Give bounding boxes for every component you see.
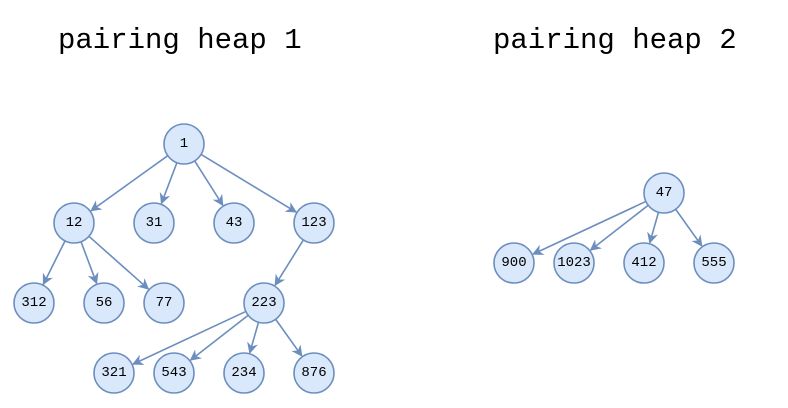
node-label: 312 [21,295,46,311]
heap-2-node-412: 412 [623,242,665,284]
heap-2-node-1023: 1023 [553,242,595,284]
edge-1-to-123 [200,153,298,213]
node-circle [13,282,55,324]
node-label: 12 [66,215,83,231]
node-label: 412 [631,255,656,271]
node-circle [243,282,285,324]
node-label: 234 [231,365,256,381]
heap-1-node-43: 43 [213,202,255,244]
node-circle [223,352,265,394]
node-label: 1023 [557,255,591,271]
node-circle [213,202,255,244]
edge-223-to-234 [247,322,260,354]
node-circle [553,242,595,284]
node-label: 900 [501,255,526,271]
node-label: 321 [101,365,126,381]
node-circle [293,202,335,244]
edge-1-to-31 [159,162,178,205]
edge-12-to-77 [88,235,150,290]
node-circle [623,242,665,284]
edge-1-to-43 [194,160,224,207]
node-circle [93,352,135,394]
node-label: 555 [701,255,726,271]
edge-123-to-223 [274,239,305,287]
heap-2-node-47: 47 [643,172,685,214]
node-circle [643,172,685,214]
node-circle [53,202,95,244]
heap-1-node-223: 223 [243,282,285,324]
heap-1-node-77: 77 [143,282,185,324]
heap-2-title: pairing heap 2 [493,24,737,57]
edge-223-to-876 [274,318,303,357]
node-circle [693,242,735,284]
heap-1-node-876: 876 [293,352,335,394]
node-label: 31 [146,215,163,231]
heap-1-node-12: 12 [53,202,95,244]
heap-2-node-900: 900 [493,242,535,284]
edge-47-to-900 [532,200,647,255]
node-circle [133,202,175,244]
node-label: 47 [656,185,673,201]
node-label: 223 [251,295,276,311]
heap-1-node-312: 312 [13,282,55,324]
heap-1-node-1: 1 [163,123,205,165]
node-label: 123 [301,215,326,231]
node-circle [153,352,195,394]
node-label: 56 [96,295,113,311]
node-circle [493,242,535,284]
node-label: 43 [226,215,243,231]
edge-12-to-56 [80,241,99,285]
edge-47-to-555 [674,208,703,247]
node-circle [83,282,125,324]
edge-47-to-1023 [589,204,649,251]
heap-2-node-555: 555 [693,242,735,284]
node-circle [293,352,335,394]
heap-1-node-543: 543 [153,352,195,394]
edge-47-to-412 [647,212,660,244]
edge-12-to-312 [42,240,66,286]
edge-1-to-12 [90,155,169,212]
heap-1-title: pairing heap 1 [58,24,302,57]
heap-1-node-321: 321 [93,352,135,394]
heap-1-node-123: 123 [293,202,335,244]
node-label: 876 [301,365,326,381]
heap-1-node-234: 234 [223,352,265,394]
node-circle [143,282,185,324]
node-label: 543 [161,365,186,381]
edge-223-to-321 [132,310,247,365]
heap-1-node-56: 56 [83,282,125,324]
node-circle [163,123,205,165]
node-label: 77 [156,295,173,311]
edge-223-to-543 [189,314,249,361]
heap-1-node-31: 31 [133,202,175,244]
node-label: 1 [180,136,188,152]
